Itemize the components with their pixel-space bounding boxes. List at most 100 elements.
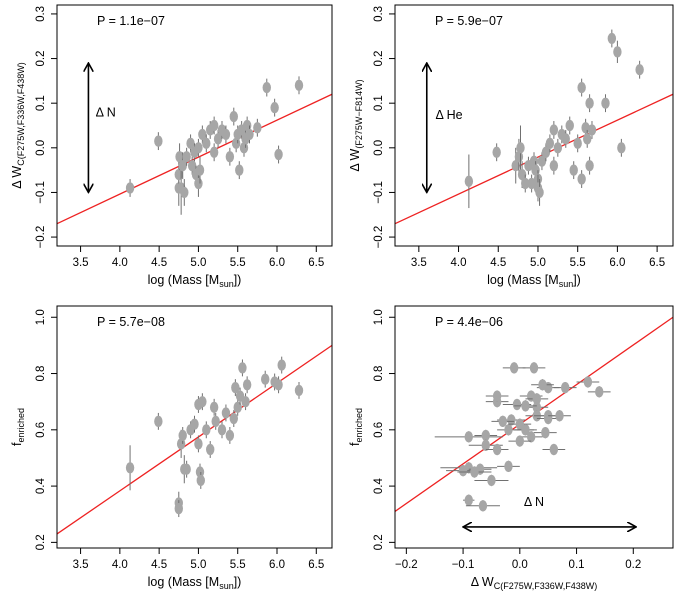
- panel4-marker: [555, 410, 564, 422]
- panel3-point: [154, 412, 163, 430]
- panel2-marker: [492, 146, 501, 158]
- panel2-point: [617, 138, 626, 157]
- panel1-marker: [182, 151, 191, 163]
- panel1-point: [195, 156, 205, 184]
- panel1-marker: [225, 151, 235, 163]
- panel2-marker: [541, 146, 551, 158]
- panel4-ytick-label: 1.0: [373, 309, 385, 325]
- panel1-point: [187, 156, 197, 175]
- panel2-point: [577, 170, 586, 188]
- panel4-point: [553, 381, 577, 394]
- panel1-point: [154, 132, 163, 151]
- panel3-marker: [206, 443, 215, 456]
- panel1-marker: [180, 186, 189, 199]
- panel1-xlabel-end: ]): [234, 273, 242, 287]
- panel4-point: [465, 500, 500, 512]
- panel3-marker: [194, 438, 203, 450]
- panel3-ylabel-sub: enriched: [16, 408, 26, 443]
- panel4-marker: [498, 415, 507, 427]
- panel4-xtick-label: 0.0: [512, 559, 528, 571]
- panel3-point: [241, 393, 250, 411]
- panel4-point: [542, 443, 566, 456]
- panel1-marker: [253, 122, 262, 134]
- panel4-marker: [529, 362, 539, 374]
- panel1-ytick-label: 0.2: [35, 51, 47, 67]
- panel1-point: [186, 134, 195, 153]
- panel1-point: [245, 125, 254, 144]
- panel4-point: [497, 460, 520, 473]
- panel3-xtick-label: 4.0: [112, 559, 128, 571]
- panel2-marker: [587, 124, 597, 136]
- panel3-points: [125, 356, 304, 518]
- panel4-point: [508, 435, 532, 447]
- panel2-ytick-label: −0.1: [373, 181, 385, 204]
- panel3-marker: [190, 418, 199, 430]
- panel2-xtick-label: 6.0: [609, 257, 625, 269]
- panel4-xlabel-main: Δ W: [471, 575, 494, 589]
- panel3-xlabel-main: log (Mass [M: [148, 575, 220, 589]
- panel1-xtick-label: 4.5: [151, 257, 167, 269]
- panel3-point: [233, 398, 242, 416]
- panel4-point: [534, 427, 557, 439]
- panel2-ylabel-sub: (F275W−F814W): [354, 79, 364, 148]
- panel4-point: [485, 390, 509, 402]
- panel4-marker: [526, 431, 536, 443]
- panel4-ylabel: fenriched: [348, 408, 364, 446]
- panel4-point: [525, 393, 549, 405]
- panel4-point: [502, 362, 526, 374]
- panel2-point: [613, 40, 622, 64]
- panel3-point: [294, 381, 304, 399]
- panel3-marker: [202, 424, 211, 436]
- panel1-marker: [202, 137, 211, 149]
- panel1-marker: [194, 142, 203, 154]
- panel2-marker: [583, 133, 592, 145]
- panel1-marker: [198, 128, 207, 141]
- panel1-xtick-label: 5.0: [190, 257, 206, 269]
- panel2-xlabel-sub: sun: [559, 279, 574, 289]
- panel2-marker: [511, 160, 520, 172]
- panel4-marker: [515, 435, 525, 447]
- panel4-marker: [458, 465, 468, 477]
- panel3-xlabel-end: ]): [234, 575, 242, 589]
- panel4-point: [485, 443, 509, 456]
- panel4-marker: [532, 401, 542, 413]
- panel4-ytick-label: 0.2: [373, 534, 385, 550]
- panel2-marker: [569, 164, 578, 176]
- panel4-marker: [470, 466, 479, 478]
- panel4-marker: [492, 443, 502, 456]
- panel3-point: [229, 410, 238, 427]
- panel1-point: [180, 179, 189, 206]
- panel4-point: [463, 494, 475, 506]
- panel3-point: [217, 421, 227, 439]
- panel1-point: [294, 76, 304, 95]
- panel3-marker: [182, 463, 191, 475]
- panel4-point: [516, 424, 534, 436]
- panel3-marker: [241, 396, 250, 408]
- panel2-marker: [635, 64, 644, 76]
- panel4-point: [514, 400, 537, 412]
- panel4-xlabel: Δ WC(F275W,F336W,F438W): [471, 575, 597, 591]
- panel3-marker: [217, 424, 227, 436]
- panel1-marker: [239, 142, 249, 154]
- panel2-ytick-label: 0.3: [373, 6, 385, 22]
- panel2-point: [464, 154, 474, 209]
- panel1-ytick-label: 0.1: [35, 95, 47, 111]
- panel4-point: [474, 474, 509, 487]
- panel3-point: [238, 359, 247, 377]
- panel2-point: [581, 118, 590, 137]
- panel2-marker: [537, 155, 547, 167]
- panel3-marker: [242, 379, 252, 391]
- panel3-point: [242, 376, 252, 394]
- panel1-marker: [175, 151, 184, 163]
- panel1-xtick-label: 5.5: [230, 257, 246, 269]
- panel4-point: [474, 429, 498, 442]
- panel4-ytick-label: 0.6: [373, 422, 385, 438]
- panel3-p-value: P = 5.7e−08: [97, 315, 165, 329]
- panel4-marker: [509, 362, 519, 374]
- panel4-frame: [394, 305, 674, 549]
- panel4-marker: [595, 386, 604, 398]
- panel2-marker: [565, 119, 574, 132]
- panel1-ylabel: Δ WC(F275W,F336W,F438W): [10, 62, 26, 188]
